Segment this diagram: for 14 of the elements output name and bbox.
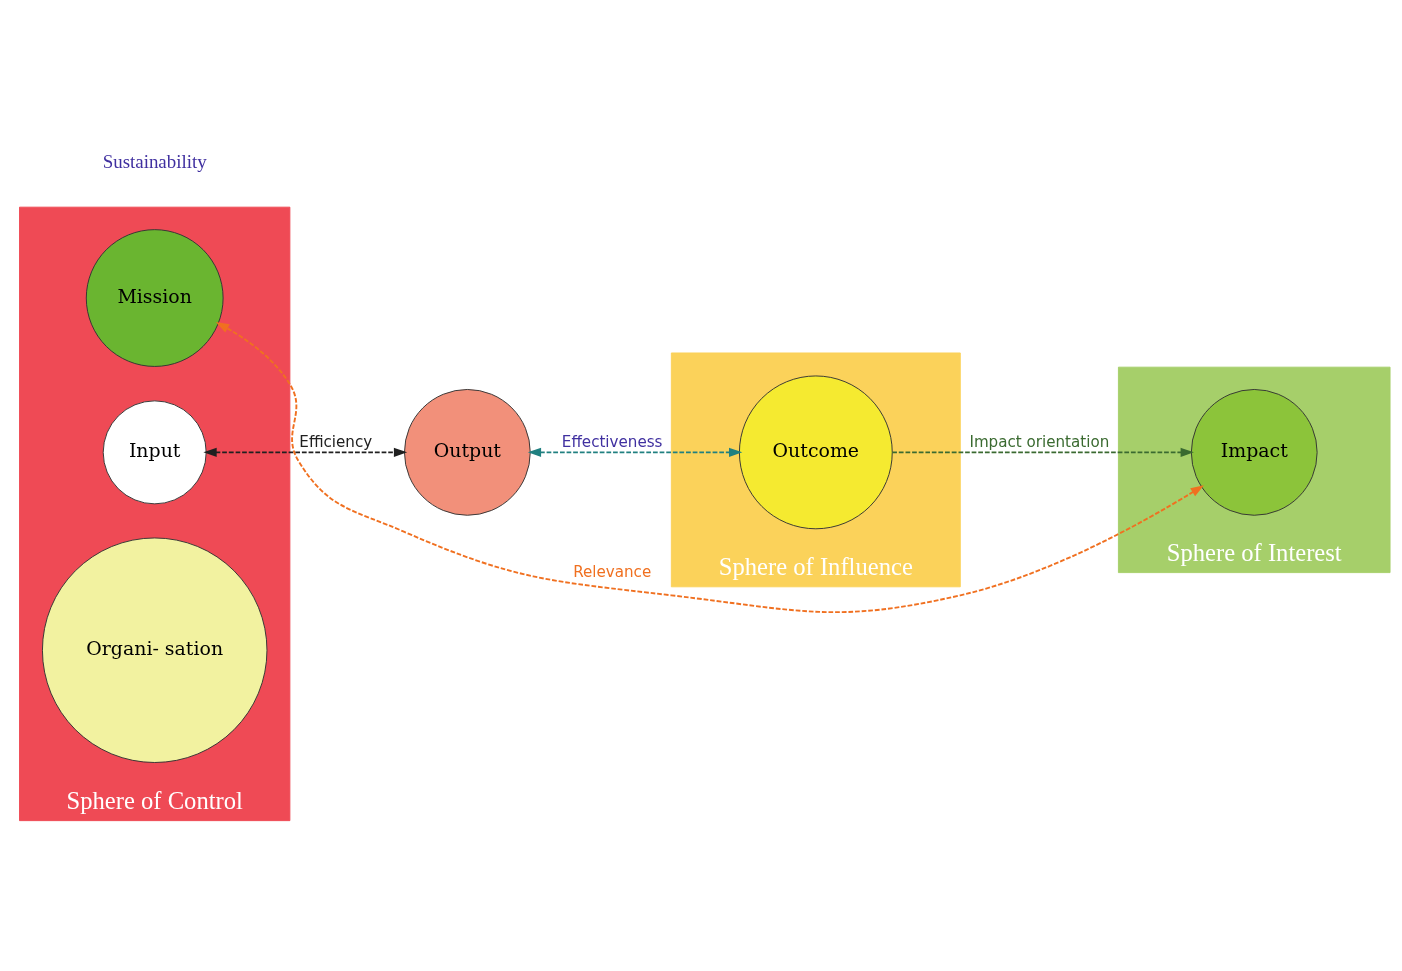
node-circle: Input bbox=[102, 400, 207, 505]
arrow bbox=[215, 322, 1204, 614]
edge-label: Efficiency bbox=[299, 433, 373, 452]
node-circle: Organi- sation bbox=[41, 537, 268, 763]
label: Sustainability bbox=[102, 151, 207, 173]
node-circle: Outcome bbox=[738, 375, 893, 530]
arrow bbox=[203, 447, 408, 457]
node-circle: Mission bbox=[85, 229, 224, 367]
arrow bbox=[891, 447, 1194, 457]
edge-label: Effectiveness bbox=[561, 433, 663, 452]
node-circle: Output bbox=[404, 389, 531, 516]
edge-label: Impact orientation bbox=[969, 433, 1110, 452]
arrow bbox=[527, 447, 743, 457]
edge-label: Relevance bbox=[573, 563, 652, 582]
